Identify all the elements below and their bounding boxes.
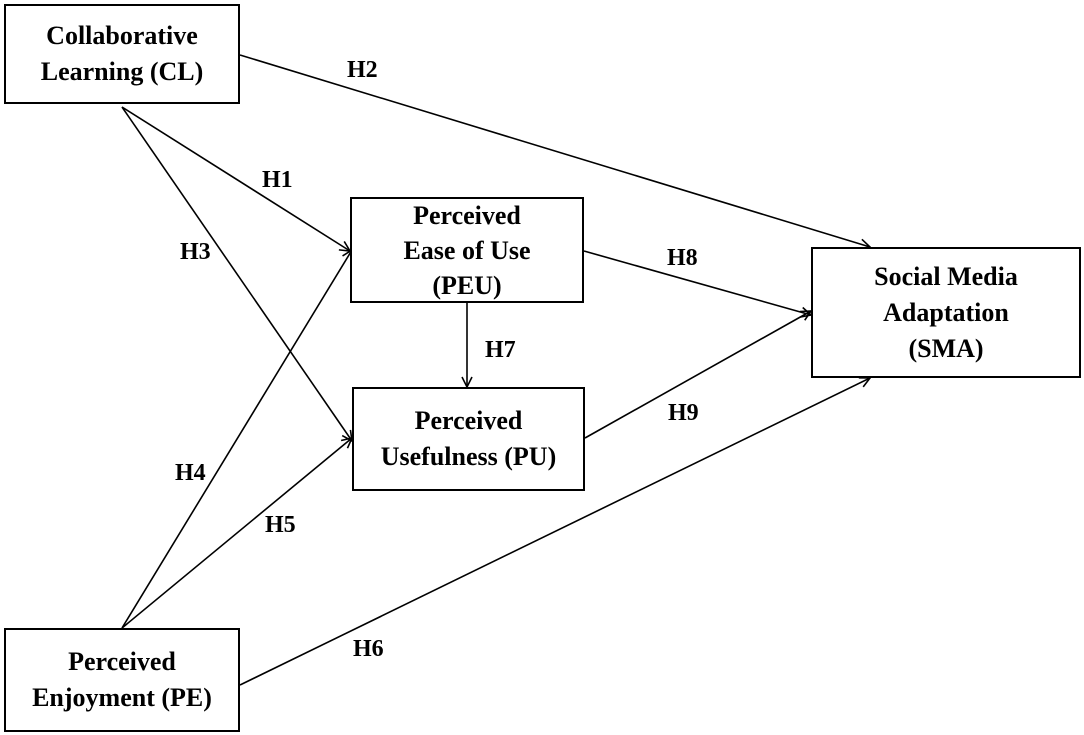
box-peu-line2: Ease of Use [403,235,531,265]
box-pu-line1: Perceived [414,406,523,435]
label-h7: H7 [485,337,516,363]
box-pu-line2: Usefulness (PU) [380,442,557,471]
arrow-h2 [239,54,870,247]
arrow-h1 [121,106,350,251]
arrow-h8 [583,250,811,315]
box-perceived-enjoyment: Perceived Enjoyment (PE) [4,628,240,732]
label-h4: H4 [175,460,206,486]
arrow-h4 [121,250,352,629]
label-h8: H8 [667,245,698,271]
arrow-h6 [239,378,870,686]
label-h5: H5 [265,512,296,538]
arrow-h5 [121,438,352,629]
arrow-h9 [584,311,811,439]
box-sma-line3: (SMA) [908,333,984,363]
label-h1: H1 [262,167,293,193]
label-h6: H6 [353,636,384,662]
box-perceived-usefulness: Perceived Usefulness (PU) [352,387,585,491]
box-peu-line3: (PEU) [432,270,502,300]
box-sma-line2: Adaptation [883,297,1009,327]
box-pe-line1: Perceived [68,647,176,676]
arrow-h3 [121,106,352,441]
box-perceived-ease-of-use: Perceived Ease of Use (PEU) [350,197,584,303]
box-cl-line1: Collaborative [46,21,198,50]
box-peu-line1: Perceived [413,200,521,230]
box-sma-line1: Social Media [874,261,1018,291]
box-social-media-adaptation: Social Media Adaptation (SMA) [811,247,1081,378]
box-collaborative-learning: Collaborative Learning (CL) [4,4,240,104]
label-h3: H3 [180,239,211,265]
box-pe-line2: Enjoyment (PE) [32,683,212,712]
box-cl-line2: Learning (CL) [40,57,204,86]
label-h9: H9 [668,400,699,426]
label-h2: H2 [347,57,378,83]
